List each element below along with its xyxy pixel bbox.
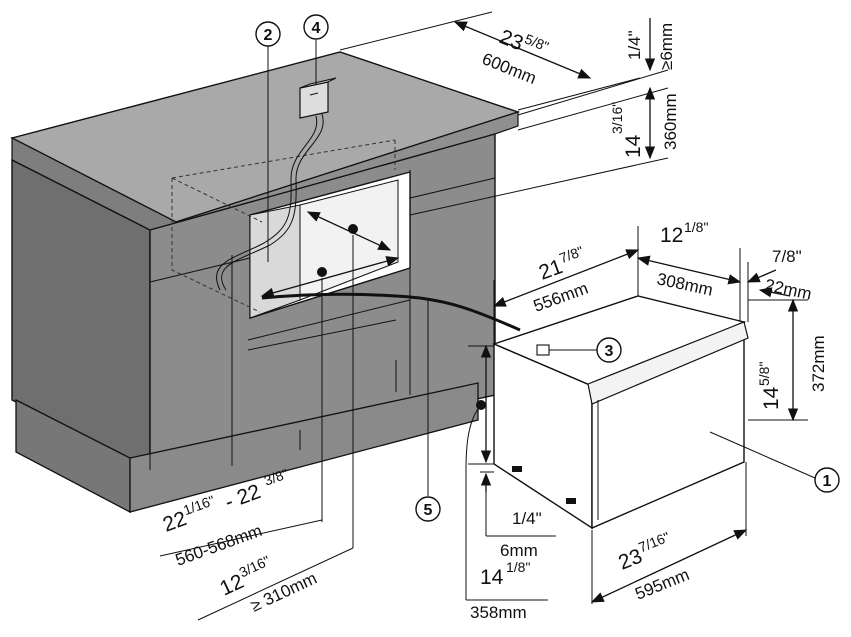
appliance-height-whole: 14: [480, 566, 504, 589]
niche-height-whole: 14: [622, 134, 645, 158]
feet-height-metric: 6mm: [500, 541, 538, 560]
appliance-width-metric: 595mm: [632, 565, 692, 604]
appliance-height-metric: 358mm: [470, 603, 527, 622]
feet-height-imperial: 1/4": [512, 509, 542, 528]
cabinet: [10, 51, 521, 514]
front-offset-imperial: 7/8": [772, 247, 802, 266]
dim-front-offset: 7/8" 22mm: [746, 247, 813, 322]
niche-height-metric: 360mm: [661, 93, 680, 150]
appliance-depth-frac: 7/8": [557, 243, 585, 266]
callout-1-label: 1: [823, 473, 832, 490]
depth-cabinet-whole: 23: [496, 25, 526, 55]
depth-cabinet-frac: 5/8": [523, 31, 552, 55]
niche-depth-frac: 3/16": [236, 552, 272, 580]
callout-5: 5: [415, 300, 441, 522]
depth-cabinet-metric: 600mm: [479, 49, 539, 88]
callout-2-label: 2: [264, 27, 273, 44]
width-top-whole: 12: [660, 224, 683, 247]
callout-2: 2: [255, 21, 281, 262]
front-height-metric: 372mm: [809, 335, 828, 392]
top-gap-imperial: 1/4": [625, 30, 644, 60]
width-top-frac: 1/8": [684, 219, 708, 235]
front-height-frac: 5/8": [756, 362, 772, 386]
dim-niche-height: 1/4" ≥6mm 14 3/16" 360mm: [409, 18, 680, 216]
callout-3: 3: [549, 337, 622, 363]
appliance: [492, 295, 749, 530]
niche-height-frac: 3/16": [609, 102, 625, 134]
cabinet-plinth-front: [129, 382, 479, 513]
appliance-depth-metric: 556mm: [531, 279, 591, 316]
callout-4-label: 4: [312, 20, 321, 37]
top-gap-metric: ≥6mm: [657, 23, 676, 70]
callout-4: 4: [303, 14, 329, 84]
callout-1: 1: [709, 431, 840, 493]
front-height-whole: 14: [760, 386, 783, 410]
power-socket-icon: [299, 77, 337, 119]
niche-width-frac2: 3/8": [262, 465, 290, 488]
callout-3-label: 3: [605, 343, 614, 360]
appliance-width-frac: 7/16": [636, 529, 672, 556]
front-offset-metric: 22mm: [763, 275, 813, 303]
dim-appliance-height: 1/4" 6mm 14 1/8" 358mm: [465, 344, 556, 622]
appliance-height-frac: 1/8": [506, 559, 530, 575]
dim-front-height: 14 5/8" 372mm: [748, 298, 828, 422]
callout-5-label: 5: [424, 502, 433, 519]
connector-icon: [536, 344, 550, 356]
